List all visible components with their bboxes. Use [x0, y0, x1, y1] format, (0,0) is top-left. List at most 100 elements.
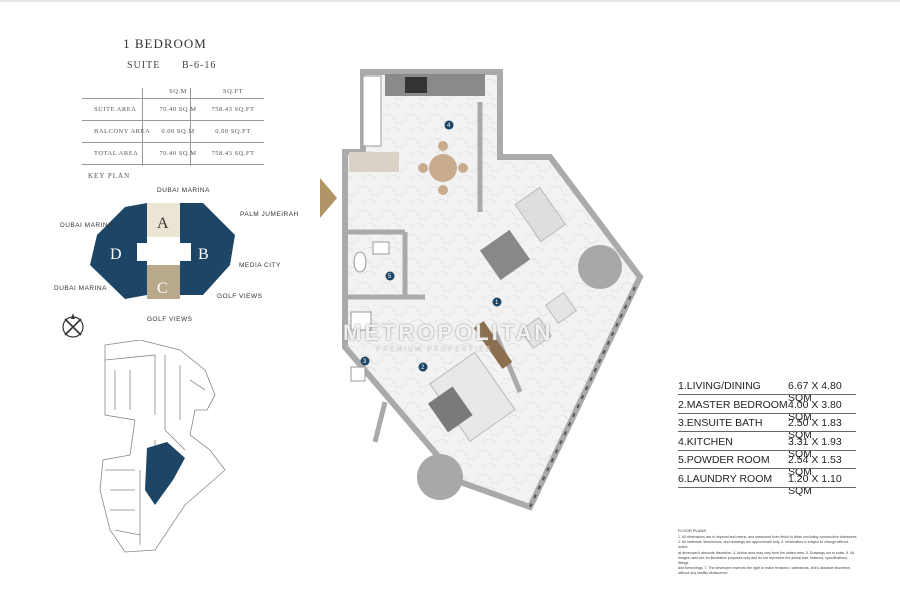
kp-label-bottom: GOLF VIEWS	[147, 316, 193, 323]
window-glazing-shape	[529, 286, 636, 508]
cooktop-icon	[405, 77, 427, 93]
suite-label: SUITE	[127, 60, 161, 71]
key-plan-diagram: A B C D	[90, 203, 235, 299]
room-marker: 5	[385, 271, 395, 281]
room-number: 2	[421, 365, 425, 371]
room-legend: 1.LIVING/DINING 6.67 X 4.80 SQM 2.MASTER…	[678, 380, 856, 497]
note-line: and furnishings. 7. The developer reserv…	[678, 566, 851, 571]
block-a-shape	[147, 203, 180, 237]
list-item: 1.LIVING/DINING 6.67 X 4.80 SQM	[678, 380, 856, 404]
chair-icon	[458, 163, 468, 173]
row-sqft: 758.43 SQ.FT	[202, 98, 264, 121]
list-item: 4.KITCHEN 3.31 X 1.93 SQM	[678, 435, 856, 460]
row-label: BALCONY AREA	[82, 120, 154, 143]
chair-icon	[438, 185, 448, 195]
row-underline	[678, 394, 856, 395]
area-table-header: SQ.M SQ.FT	[82, 88, 264, 99]
room-name: 2.MASTER BEDROOM	[678, 398, 788, 411]
list-item: 3.ENSUITE BATH 2.50 X 1.83 SQM	[678, 417, 856, 441]
room-dims: 2.50 X 1.83 SQM	[788, 417, 842, 441]
block-d-label: D	[110, 246, 122, 263]
note-line: 1. All dimensions are in imperial and me…	[678, 535, 858, 539]
sideboard-shape	[349, 152, 399, 172]
laundry-closet-shape	[362, 75, 382, 147]
room-dims: 3.31 X 1.93 SQM	[788, 435, 842, 460]
row-underline	[678, 486, 856, 488]
core-shape	[173, 243, 191, 261]
room-name: 3.ENSUITE BATH	[678, 417, 763, 429]
list-item: 6.LAUNDRY ROOM 1.20 X 1.10 SQM	[678, 472, 856, 497]
entrance-arrow-icon	[320, 178, 337, 218]
room-number: 1	[495, 300, 499, 306]
row-sqm: 70.40 SQ.M	[154, 98, 202, 121]
row-underline	[678, 431, 856, 432]
dining-table-icon	[429, 154, 457, 182]
unit-title: 1 BEDROOM	[123, 36, 207, 51]
room-name: 5.POWDER ROOM	[678, 454, 770, 466]
room-marker: 3	[360, 356, 370, 366]
sqft-header: SQ.FT	[222, 88, 244, 95]
row-sqft: 758.43 SQ.FT	[202, 142, 264, 165]
watermark-tagline: PREMIUM PROPERTIES	[376, 346, 492, 353]
armchair-icon	[544, 291, 578, 325]
list-item: 2.MASTER BEDROOM 4.00 X 3.80 SQM	[678, 398, 856, 423]
watermark-logo: METROPOLITAN	[343, 320, 554, 345]
toilet-icon	[353, 251, 367, 273]
chair-icon	[418, 163, 428, 173]
list-item: 5.POWDER ROOM 2.54 X 1.53 SQM	[678, 454, 856, 478]
block-c-label: C	[157, 280, 168, 297]
tv-console-shape	[473, 321, 513, 369]
block-a-label: A	[157, 215, 169, 232]
table-divider	[190, 88, 191, 166]
coffee-table-icon	[479, 229, 531, 281]
notes-title: FLOOR PLANS	[678, 528, 707, 533]
row-underline	[678, 468, 856, 469]
note-line: without any liability whatsoever.	[678, 571, 729, 576]
column-shape	[417, 454, 463, 500]
suite-code: B-6-16	[182, 60, 217, 71]
table-row: BALCONY AREA 0.00 SQ.M 0.00 SQ.FT	[82, 120, 264, 143]
kp-label-upper-right: PALM JUMEIRAH	[240, 211, 299, 218]
basin-icon	[350, 366, 366, 382]
sqm-header: SQ.M	[169, 88, 187, 95]
row-sqm: 70.40 SQ.M	[154, 142, 202, 165]
row-underline	[678, 412, 856, 414]
row-label: TOTAL AREA	[82, 142, 154, 165]
kp-label-lower-left: DUBAI MARINA	[54, 285, 107, 292]
block-d-shape	[90, 203, 147, 299]
room-dims: 1.20 X 1.10 SQM	[788, 472, 842, 497]
room-name: 6.LAUNDRY ROOM	[678, 472, 773, 485]
room-dims: 6.67 X 4.80 SQM	[788, 380, 842, 404]
kp-label-upper-left: DUBAI MARINA	[60, 222, 113, 229]
sink-icon	[372, 241, 390, 255]
room-marker: 2	[418, 362, 428, 372]
table-row: TOTAL AREA 70.40 SQ.M 758.43 SQ.FT	[82, 142, 264, 165]
unit-highlight-shape	[145, 442, 185, 505]
block-b-label: B	[198, 246, 209, 263]
block-c-shape	[147, 265, 180, 299]
note-line: 2. All materials, dimensions, and drawin…	[678, 540, 849, 550]
key-plan-heading: KEY PLAN	[88, 172, 131, 180]
sofa-icon	[514, 186, 567, 243]
table-row: SUITE AREA 70.40 SQ.M 758.43 SQ.FT	[82, 98, 264, 121]
top-divider	[0, 0, 900, 2]
row-sqm: 0.00 SQ.M	[154, 120, 202, 143]
kp-label-lower-right: GOLF VIEWS	[217, 293, 263, 300]
row-sqft: 0.00 SQ.FT	[202, 120, 264, 143]
room-marker: 1	[492, 297, 502, 307]
table-divider	[142, 88, 143, 166]
room-marker: 4	[444, 120, 454, 130]
room-number: 4	[447, 123, 451, 129]
row-underline	[678, 449, 856, 451]
chair-icon	[438, 141, 448, 151]
room-name: 4.KITCHEN	[678, 435, 733, 448]
bed-throw-shape	[427, 386, 473, 433]
armchair-icon	[519, 316, 553, 350]
room-dims: 2.54 X 1.53 SQM	[788, 454, 842, 478]
row-label: SUITE AREA	[82, 98, 154, 121]
room-number: 5	[388, 274, 392, 280]
kp-label-top: DUBAI MARINA	[157, 187, 210, 194]
compass-icon	[62, 313, 84, 338]
disclaimer-notes: 1. All dimensions are in imperial and me…	[678, 535, 858, 577]
block-b-shape	[180, 203, 235, 295]
